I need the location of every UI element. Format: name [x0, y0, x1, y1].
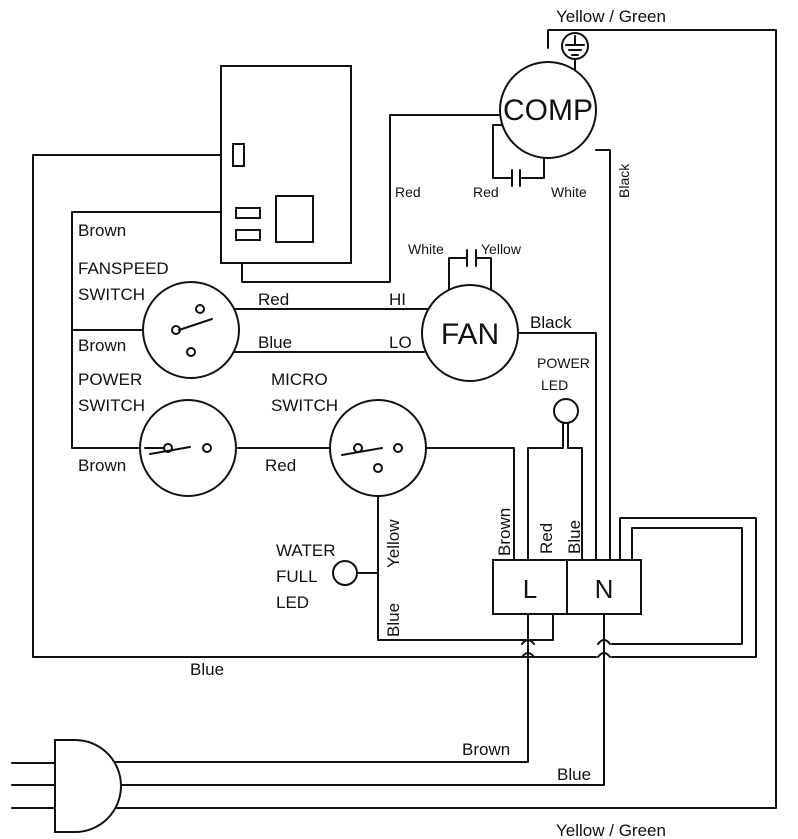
comp-red-right-label: Red — [473, 184, 499, 200]
blue-vert-label: Blue — [565, 520, 584, 554]
water-full-led — [332, 560, 358, 586]
fanspeed-label-2: SWITCH — [78, 285, 145, 304]
ground-icon — [561, 32, 589, 60]
comp-white-label: White — [551, 184, 587, 200]
blue-lo-label: Blue — [258, 333, 292, 352]
hi-label: HI — [389, 290, 406, 309]
brown-mid-label: Brown — [78, 336, 126, 355]
fan-label: FAN — [441, 318, 499, 351]
blue-loop-inner — [611, 527, 743, 645]
red-vert-label: Red — [537, 523, 556, 554]
lo-label: LO — [389, 333, 412, 352]
water-label-3: LED — [276, 593, 309, 612]
board-terminal-brown — [235, 207, 261, 219]
fan-motor: FAN — [421, 249, 519, 382]
brown-vert-label: Brown — [495, 508, 514, 556]
blue-loop-to-n — [611, 517, 757, 658]
crossover-marks — [521, 639, 611, 658]
fanspeed-switch — [142, 281, 240, 379]
comp-black-wire — [595, 149, 611, 561]
blue-loop-wire — [32, 154, 597, 658]
red-hi-label: Red — [258, 290, 289, 309]
plug-blue-wire — [74, 613, 605, 786]
power-label-2: SWITCH — [78, 396, 145, 415]
plug-brown-wire — [74, 613, 529, 763]
terminal-block: L N — [492, 559, 642, 615]
board-relay — [275, 195, 314, 243]
power-plug — [54, 739, 122, 833]
plug-prongs — [11, 762, 56, 809]
water-blue-wire — [377, 572, 554, 641]
fanspeed-label-1: FANSPEED — [78, 259, 169, 278]
comp-black-label: Black — [616, 163, 632, 198]
power-led-label-1: POWER — [537, 355, 590, 371]
micro-label-1: MICRO — [271, 370, 328, 389]
comp-label: COMP — [503, 94, 593, 127]
compressor: COMP — [499, 61, 597, 187]
water-label-1: WATER — [276, 541, 336, 560]
power-led-label-2: LED — [541, 377, 568, 393]
power-label-1: POWER — [78, 370, 142, 389]
brown-power-label: Brown — [78, 456, 126, 475]
red-board-comp — [241, 114, 501, 283]
terminal-l-label: L — [523, 574, 537, 604]
fan-yellow-label: Yellow — [481, 241, 522, 257]
red-micro-label: Red — [265, 456, 296, 475]
brown-top-label: Brown — [78, 221, 126, 240]
fan-black-label: Black — [530, 313, 572, 332]
ground-wire — [74, 29, 777, 809]
wires — [11, 29, 777, 809]
power-led — [553, 398, 579, 424]
ground-top-label: Yellow / Green — [556, 7, 666, 26]
micro-red-to-l — [399, 447, 515, 561]
plug-blue-label: Blue — [557, 765, 591, 784]
micro-label-2: SWITCH — [271, 396, 338, 415]
micro-switch — [329, 399, 427, 497]
blue-loop-label: Blue — [190, 660, 224, 679]
power-led-wire — [527, 421, 583, 561]
control-board — [220, 65, 352, 264]
fan-white-label: White — [408, 241, 444, 257]
yellow-micro-label: Yellow — [384, 519, 403, 568]
plug-brown-label: Brown — [462, 740, 510, 759]
power-switch — [139, 399, 237, 497]
labels: Yellow / Green Yellow / Green Red Red Wh… — [78, 7, 666, 839]
fan-cap-wire — [448, 257, 492, 296]
fan-black-wire — [517, 332, 597, 561]
board-terminal-top — [232, 143, 245, 167]
blue-water-label: Blue — [384, 603, 403, 637]
board-terminal-red — [235, 229, 261, 241]
comp-red-left-label: Red — [395, 184, 421, 200]
water-label-2: FULL — [276, 567, 318, 586]
ground-bottom-label: Yellow / Green — [556, 821, 666, 839]
terminal-n-label: N — [595, 574, 614, 604]
